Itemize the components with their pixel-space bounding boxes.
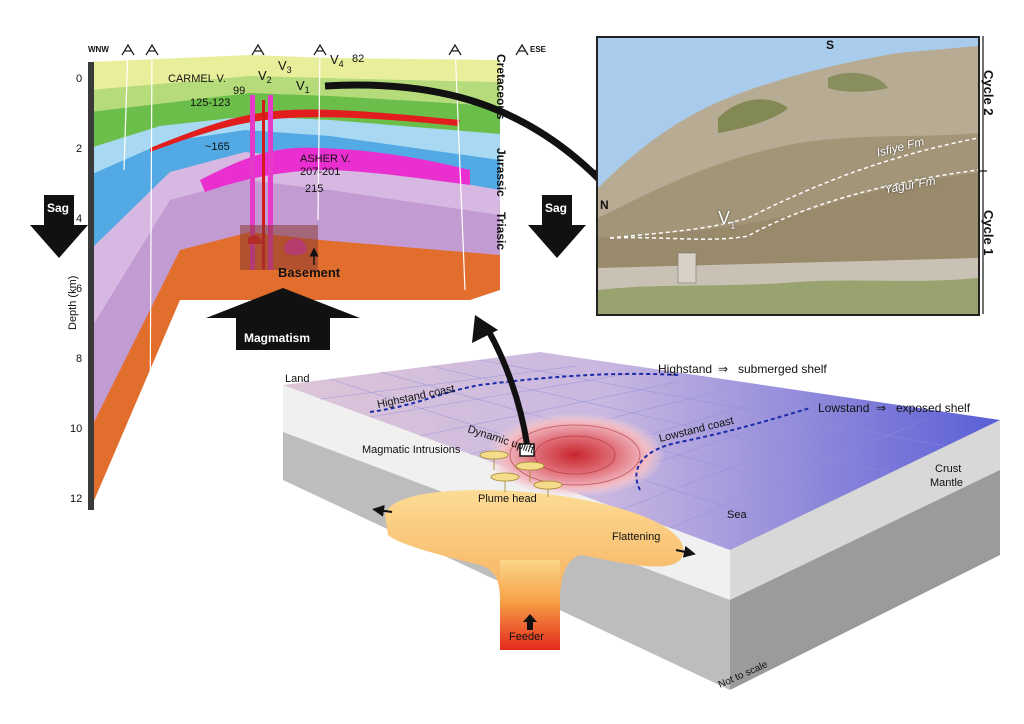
layer-triassic-lower <box>90 170 500 430</box>
basement-label: Basement <box>278 265 341 280</box>
arrow-block-to-section <box>485 328 530 445</box>
v3-label: V3 <box>278 58 292 75</box>
flattening-arrow-left <box>372 504 393 517</box>
wells <box>121 43 529 56</box>
depth-tick-12: 12 <box>70 493 82 505</box>
layer-cretaceous-upper <box>90 55 500 90</box>
highstand-result: submerged shelf <box>738 362 827 376</box>
isfiye-boundary <box>609 137 978 239</box>
depth-axis-label: Depth (km) <box>67 276 79 330</box>
photo-north: N <box>600 198 609 212</box>
outcrop-photo: N S V1 Isfiye Fm Yagur Fm <box>596 36 980 316</box>
feeder-up-arrow <box>523 614 537 630</box>
sag-left-arrow: Sag <box>30 195 88 258</box>
photo-v1-letter: V <box>718 208 731 228</box>
photo-south: S <box>826 38 835 52</box>
flattening-label: Flattening <box>612 531 660 543</box>
sag-right-label: Sag <box>545 201 567 215</box>
feeder-label: Feeder <box>509 631 544 643</box>
highstand-coast-line <box>369 372 681 413</box>
v1-label: V1 <box>296 78 310 95</box>
photo-v1: V1 <box>718 208 736 232</box>
age-207-201: 207-201 <box>300 166 340 178</box>
highstand-label: Highstand <box>658 362 712 376</box>
feeder-dyke-1 <box>250 95 255 270</box>
faults <box>123 44 523 431</box>
mantle-label: Mantle <box>930 477 963 489</box>
depth-tick-4: 4 <box>76 213 82 225</box>
age-125-123: 125-123 <box>190 97 230 109</box>
depth-tick-6: 6 <box>76 283 82 295</box>
flattening-arrow-right <box>675 545 696 558</box>
magmatic-intrusions-label: Magmatic Intrusions <box>362 444 461 456</box>
period-jurassic: Jurassic <box>494 148 508 197</box>
asher-volcanics <box>200 147 470 192</box>
feeder-dyke-3 <box>262 100 265 270</box>
plume-head-label: Plume head <box>478 493 537 505</box>
basement-block <box>240 225 318 270</box>
layer-cretaceous-lower <box>90 92 500 148</box>
dir-wnw: WNW <box>88 45 109 54</box>
v2-label: V2 <box>258 68 272 85</box>
block-diagram: Land Highstand coast Lowstand coast High… <box>283 352 1000 691</box>
block-right-crust <box>730 420 1000 600</box>
lowstand-result: exposed shelf <box>896 401 971 415</box>
lowstand-implies: ⇒ <box>876 401 886 415</box>
cycle-1-label: Cycle 1 <box>981 210 996 256</box>
v4-label: V4 <box>330 52 344 69</box>
arrow-head-section <box>472 315 498 343</box>
magmatism-label: Magmatism <box>244 331 310 345</box>
feeder-dyke-2 <box>268 95 273 270</box>
yagur-boundary <box>609 169 978 240</box>
layer-triassic-upper <box>90 150 500 330</box>
arrow-section-to-photo <box>324 81 603 183</box>
plume-feeder <box>500 560 560 650</box>
layer-jurassic-upper <box>90 115 500 175</box>
age-165: ~165 <box>205 141 230 153</box>
cycle-2-label: Cycle 2 <box>981 70 996 116</box>
dir-ese: ESE <box>530 45 547 54</box>
uplift-ring-2 <box>534 435 616 475</box>
age-215: 215 <box>305 183 323 195</box>
depth-tick-10: 10 <box>70 423 82 435</box>
age-99: 99 <box>233 85 245 97</box>
period-triasic: Triasic <box>494 212 508 250</box>
asher-label: ASHER V. <box>300 153 350 165</box>
depth-tick-8: 8 <box>76 353 82 365</box>
photo-v1-sub: 1 <box>730 220 736 232</box>
sag-left-label: Sag <box>47 201 69 215</box>
depth-tick-0: 0 <box>76 73 82 85</box>
magmatic-intrusions <box>479 450 563 497</box>
uplift-dome <box>485 413 665 497</box>
carmel-label: CARMEL V. <box>168 73 226 85</box>
land-label: Land <box>285 373 309 385</box>
red-sill <box>150 109 460 152</box>
depth-scale-bar <box>88 62 94 510</box>
sag-right-arrow: Sag <box>528 195 586 258</box>
crust-label: Crust <box>935 463 961 475</box>
cycle-bracket <box>979 36 987 314</box>
depth-axis: 0 2 4 6 8 10 12 Depth (km) <box>67 73 82 505</box>
layer-basement <box>90 215 500 510</box>
age-82: 82 <box>352 53 364 65</box>
period-cretaceous: Cretaceous <box>494 54 508 120</box>
highstand-implies: ⇒ <box>718 362 728 376</box>
uplift-ring-1 <box>509 424 641 486</box>
outcrop-photo-art <box>598 38 978 314</box>
sea-label: Sea <box>727 509 747 521</box>
lowstand-label: Lowstand <box>818 401 869 415</box>
magmatism-arrow: Magmatism <box>206 288 360 350</box>
depth-tick-2: 2 <box>76 143 82 155</box>
